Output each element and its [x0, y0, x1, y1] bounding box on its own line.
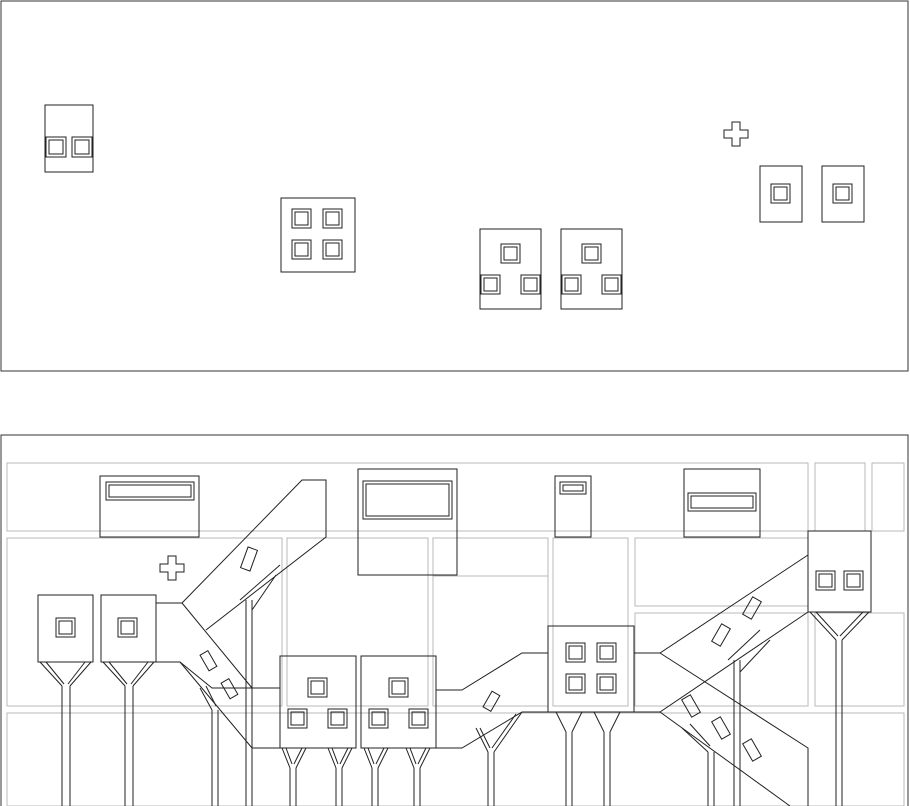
- unit-double-window: [44, 104, 94, 173]
- unit-single-window-b: [821, 165, 865, 223]
- unit-single-window-a: [759, 165, 803, 223]
- unit-quad-window: [280, 197, 356, 273]
- signboard-right: [683, 468, 761, 538]
- support-columns: [39, 564, 870, 806]
- unit-triple-window-a: [479, 228, 542, 310]
- signboard-center-large: [357, 468, 458, 576]
- pod-triple-a: [279, 655, 357, 749]
- plan-view: [0, 0, 909, 372]
- pod-quad: [547, 625, 635, 713]
- signboard-narrow: [554, 475, 592, 538]
- pod-double-high: [807, 530, 872, 613]
- unit-triple-window-b: [560, 228, 623, 310]
- crosshair-marker-icon: [723, 121, 749, 147]
- bridge-right-crossing: [634, 554, 809, 806]
- pod-single-b: [100, 594, 157, 663]
- elevation-frame: [0, 434, 909, 806]
- signboard-left: [99, 475, 200, 538]
- bridge-ramp-up: [181, 479, 327, 631]
- pod-single-a: [37, 594, 94, 663]
- crosshair-marker-icon: [159, 555, 185, 581]
- elevation-view: [0, 434, 909, 806]
- plan-frame: [0, 0, 909, 372]
- background-panel-grid: [6, 462, 905, 806]
- pod-triple-b: [360, 655, 437, 749]
- walkway-center: [436, 652, 548, 749]
